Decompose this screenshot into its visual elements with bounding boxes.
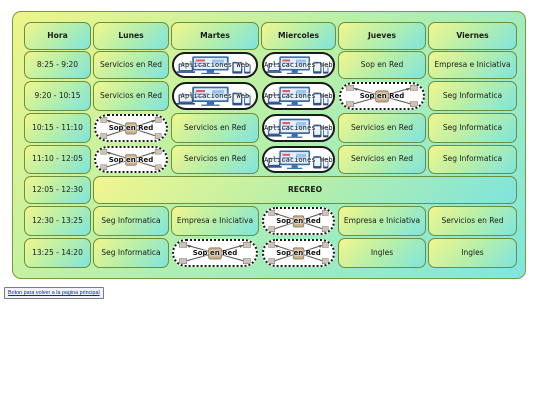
network-hub-icon: [96, 148, 166, 171]
subject-cell: Ingles: [338, 238, 426, 268]
header-viernes: Viernes: [428, 22, 517, 50]
badge-label: Sop en Red: [192, 249, 238, 257]
subject-cell: Servicios en Red: [171, 113, 259, 143]
subject-cell: Sop en Red: [338, 51, 426, 79]
subject-cell: Seg Informatica: [93, 238, 169, 268]
sop-en-red-badge: Sop en Red: [262, 239, 335, 267]
subject-cell: Empresa e Iniciativa: [338, 206, 426, 236]
subject-cell: Empresa e Iniciativa: [171, 206, 259, 236]
time-slot: 13:25 - 14:20: [24, 238, 91, 268]
subject-cell: Seg Informatica: [93, 206, 169, 236]
network-hub-icon: [264, 209, 333, 233]
badge-label: Sop en Red: [276, 249, 321, 257]
aplicaciones-web-badge: Aplicaciones Web: [262, 114, 335, 142]
badge-label: Aplicaciones Web: [264, 155, 333, 164]
subject-cell: Seg Informatica: [428, 81, 517, 111]
sop-en-red-badge: Sop en Red: [172, 239, 258, 267]
sop-en-red-badge: Sop en Red: [94, 114, 168, 142]
time-slot: 11:10 - 12:05: [24, 145, 91, 174]
aplicaciones-web-badge: Aplicaciones Web: [262, 146, 335, 173]
subject-cell: Servicios en Red: [171, 145, 259, 174]
sop-en-red-badge: Sop en Red: [339, 82, 425, 110]
aplicaciones-web-badge: Aplicaciones Web: [262, 82, 335, 110]
badge-label: Aplicaciones Web: [180, 61, 250, 69]
badge-label: Aplicaciones Web: [264, 92, 333, 100]
subject-cell: Seg Informatica: [428, 145, 517, 174]
sop-en-red-badge: Sop en Red: [262, 207, 335, 235]
time-slot: 12:30 - 13:25: [24, 206, 91, 236]
recreo-break: RECREO: [93, 176, 517, 204]
subject-cell: Empresa e Iniciativa: [428, 51, 517, 79]
back-to-home-button[interactable]: Boton para volver a la pagina principal: [4, 287, 104, 299]
subject-cell: Servicios en Red: [338, 113, 426, 143]
web-application-icon: [264, 148, 333, 171]
badge-label: Sop en Red: [108, 155, 154, 164]
web-application-icon: [174, 54, 256, 76]
web-application-icon: [174, 84, 256, 108]
header-martes: Martes: [171, 22, 259, 50]
time-slot: 9:20 - 10:15: [24, 81, 91, 111]
subject-cell: Servicios en Red: [93, 81, 169, 111]
web-application-icon: [264, 84, 333, 108]
subject-cell: Servicios en Red: [428, 206, 517, 236]
time-slot: 12:05 - 12:30: [24, 176, 91, 204]
network-hub-icon: [96, 116, 166, 140]
subject-cell: Ingles: [428, 238, 517, 268]
badge-label: Sop en Red: [276, 217, 321, 225]
aplicaciones-web-badge: Aplicaciones Web: [262, 52, 335, 78]
subject-cell: Servicios en Red: [93, 51, 169, 79]
time-slot: 8:25 - 9:20: [24, 51, 91, 79]
sop-en-red-badge: Sop en Red: [94, 146, 168, 173]
network-hub-icon: [264, 241, 333, 265]
aplicaciones-web-badge: Aplicaciones Web: [172, 82, 258, 110]
header-hora: Hora: [24, 22, 91, 50]
network-hub-icon: [341, 84, 423, 108]
web-application-icon: [264, 116, 333, 140]
badge-label: Aplicaciones Web: [180, 92, 250, 100]
web-application-icon: [264, 54, 333, 76]
subject-cell: Seg Informatica: [428, 113, 517, 143]
time-slot: 10:15 - 11:10: [24, 113, 91, 143]
badge-label: Aplicaciones Web: [264, 124, 333, 132]
header-jueves: Jueves: [338, 22, 426, 50]
badge-label: Sop en Red: [108, 124, 154, 132]
badge-label: Aplicaciones Web: [264, 61, 333, 69]
header-lunes: Lunes: [93, 22, 169, 50]
aplicaciones-web-badge: Aplicaciones Web: [172, 52, 258, 78]
subject-cell: Servicios en Red: [338, 145, 426, 174]
badge-label: Sop en Red: [359, 92, 405, 100]
header-miercoles: Miercoles: [261, 22, 336, 50]
network-hub-icon: [174, 241, 256, 265]
